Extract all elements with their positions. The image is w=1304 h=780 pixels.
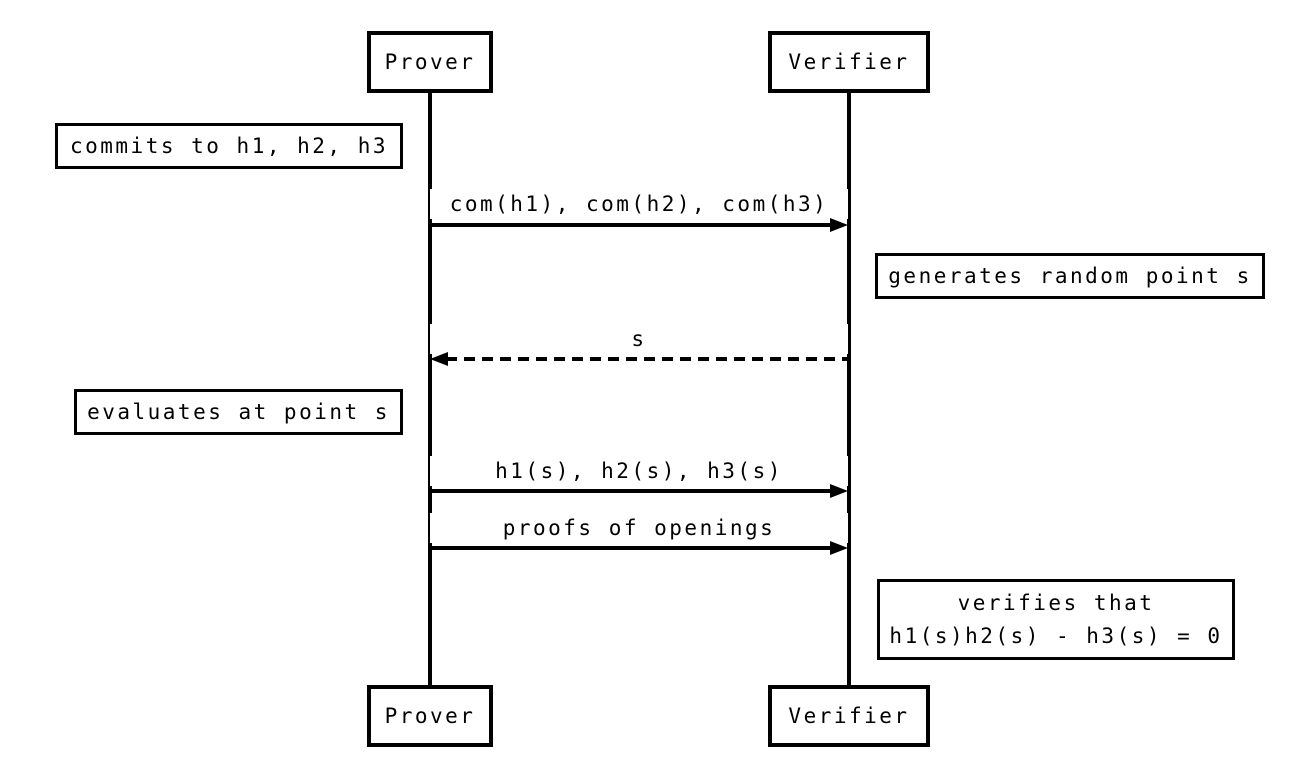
arrowhead-right-proofs-icon (830, 541, 848, 555)
actor-verifier-bottom: Verifier (768, 685, 930, 747)
arrowhead-right-evaluations-icon (830, 484, 848, 498)
message-label-evaluations: h1(s), h2(s), h3(s) (430, 456, 848, 486)
actor-prover-bottom-label: Prover (384, 704, 476, 728)
note-commits: commits to h1, h2, h3 (55, 123, 403, 169)
actor-prover-top: Prover (367, 31, 493, 93)
note-generates: generates random point s (875, 253, 1265, 299)
actor-prover-bottom: Prover (367, 685, 493, 747)
message-label-commitments: com(h1), com(h2), com(h3) (430, 189, 848, 219)
note-evaluates: evaluates at point s (74, 389, 403, 435)
note-verifies-line1: verifies that (957, 590, 1155, 615)
actor-prover-top-label: Prover (384, 50, 476, 74)
note-generates-label: generates random point s (888, 264, 1252, 288)
note-commits-label: commits to h1, h2, h3 (69, 134, 388, 158)
lifeline-prover (428, 93, 432, 685)
lifeline-verifier (847, 93, 851, 685)
arrowhead-left-challenge-icon (430, 352, 448, 366)
message-line-challenge (446, 357, 848, 361)
note-verifies-line2: h1(s)h2(s) - h3(s) = 0 (889, 623, 1223, 648)
note-verifies: verifies that h1(s)h2(s) - h3(s) = 0 (877, 579, 1235, 660)
arrowhead-right-commitments-icon (830, 218, 848, 232)
actor-verifier-bottom-label: Verifier (788, 704, 910, 728)
message-line-proofs (430, 546, 835, 550)
note-evaluates-label: evaluates at point s (87, 400, 390, 424)
message-label-proofs: proofs of openings (430, 513, 848, 543)
message-line-evaluations (430, 489, 835, 493)
message-label-challenge: s (430, 324, 848, 354)
actor-verifier-top-label: Verifier (788, 50, 910, 74)
actor-verifier-top: Verifier (768, 31, 930, 93)
message-line-commitments (430, 223, 835, 227)
